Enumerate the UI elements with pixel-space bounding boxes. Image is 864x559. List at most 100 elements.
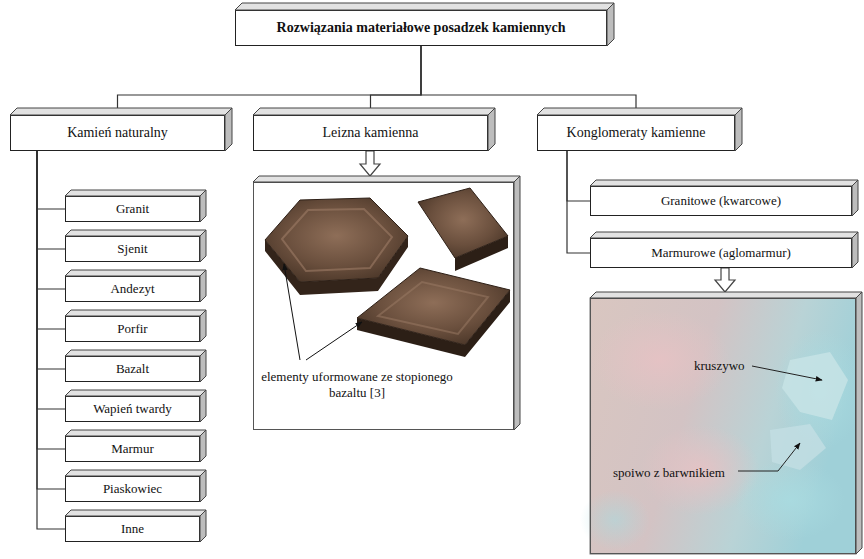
aggregate-grain <box>770 424 826 470</box>
tree-connector <box>37 151 65 489</box>
box-side-face <box>200 350 206 382</box>
box-top-face <box>253 176 520 182</box>
box-top-face <box>65 270 206 276</box>
stone-type-box: Porfir <box>65 316 200 342</box>
box-top-face <box>590 292 862 298</box>
hexagon-tile <box>265 198 408 282</box>
box-top-face <box>65 510 206 516</box>
box-side-face <box>225 108 232 151</box>
box-side-face <box>852 232 858 268</box>
category-box: Konglomeraty kamienne <box>537 115 735 151</box>
leader-line <box>738 443 800 471</box>
photo-caption: kruszywo <box>694 358 745 374</box>
box-label: Piaskowiec <box>103 481 162 497</box>
tree-connector <box>118 46 422 108</box>
hexagon-ring <box>282 209 392 271</box>
box-top-face <box>65 310 206 316</box>
box-top-face <box>65 350 206 356</box>
tree-connector <box>421 46 636 108</box>
square-tile <box>418 188 508 258</box>
photo-panel: kruszywo spoiwo z barwnikiem <box>590 298 856 554</box>
box-top-face <box>235 3 614 10</box>
box-label: Wapień twardy <box>93 401 172 417</box>
box-label: Rozwiązania materiałowe posadzek kamienn… <box>277 19 566 37</box>
photo-caption: elementy uformowane ze stopionego bazalt… <box>257 369 457 402</box>
box-label: Leizna kamienna <box>322 124 418 142</box>
leader-line <box>284 264 300 360</box>
photo-caption: spoiwo z barwnikiem <box>613 465 725 481</box>
box-side-face <box>200 190 206 222</box>
box-top-face <box>65 190 206 196</box>
category-box: Leizna kamienna <box>253 115 488 151</box>
box-side-face <box>200 310 206 342</box>
photo-panel: elementy uformowane ze stopionego bazalt… <box>253 182 514 430</box>
box-side-face <box>200 270 206 302</box>
box-top-face <box>537 108 742 115</box>
category-box: Kamień naturalny <box>10 115 225 151</box>
box-label: Andezyt <box>110 281 154 297</box>
tree-connector <box>37 151 65 329</box>
leader-line <box>306 322 362 360</box>
aglomarmur-photo <box>580 298 864 554</box>
photo-frame <box>590 298 856 554</box>
box-side-face <box>200 230 206 262</box>
box-top-face <box>65 430 206 436</box>
box-side-face <box>607 3 614 46</box>
box-top-face <box>590 180 858 186</box>
stone-type-box: Piaskowiec <box>65 476 200 502</box>
tree-connector <box>37 151 65 249</box>
box-label: Bazalt <box>116 361 149 377</box>
box-top-face <box>10 108 232 115</box>
box-label: Granitowe (kwarcowe) <box>661 193 781 209</box>
tree-connector <box>567 151 590 201</box>
tree-connector <box>37 151 65 409</box>
tree-connector <box>37 151 65 369</box>
tile-ring <box>378 282 488 334</box>
photo-ground <box>253 182 514 430</box>
stone-type-box: Inne <box>65 516 200 542</box>
hollow-arrow <box>360 151 380 176</box>
tree-connector <box>37 151 65 449</box>
box-top-face <box>65 470 206 476</box>
conglomerate-box: Granitowe (kwarcowe) <box>590 186 852 216</box>
box-label: Porfir <box>117 321 147 337</box>
stone-type-box: Andezyt <box>65 276 200 302</box>
box-side-face <box>200 390 206 422</box>
box-side-face <box>488 108 495 151</box>
leader-line <box>752 366 822 380</box>
hollow-arrow <box>715 268 735 292</box>
box-top-face <box>65 390 206 396</box>
tree-connector <box>37 151 65 529</box>
box-side-face <box>514 176 520 430</box>
box-top-face <box>590 232 858 238</box>
square-tile <box>357 268 510 345</box>
aggregate-grain <box>782 352 848 420</box>
tree-connector <box>567 151 590 253</box>
tree-connector <box>37 151 65 209</box>
box-side-face <box>200 510 206 542</box>
box-side-face <box>856 292 862 554</box>
box-label: Kamień naturalny <box>67 124 168 142</box>
tree-connector <box>37 151 65 289</box>
title-box: Rozwiązania materiałowe posadzek kamienn… <box>235 10 607 46</box>
box-side-face <box>735 108 742 151</box>
stone-grain <box>735 460 845 540</box>
box-side-face <box>852 180 858 216</box>
box-top-face <box>253 108 495 115</box>
box-label: Konglomeraty kamienne <box>567 124 706 142</box>
stone-type-box: Marmur <box>65 436 200 462</box>
box-top-face <box>65 230 206 236</box>
tree-connector <box>371 46 422 108</box>
box-label: Marmurowe (aglomarmur) <box>651 245 791 261</box>
box-label: Inne <box>121 521 144 537</box>
stone-type-box: Bazalt <box>65 356 200 382</box>
stone-type-box: Wapień twardy <box>65 396 200 422</box>
box-side-face <box>200 430 206 462</box>
box-label: Sjenit <box>117 241 147 257</box>
conglomerate-box: Marmurowe (aglomarmur) <box>590 238 852 268</box>
box-side-face <box>200 470 206 502</box>
box-label: Granit <box>116 201 149 217</box>
box-label: Marmur <box>111 441 154 457</box>
stone-type-box: Granit <box>65 196 200 222</box>
